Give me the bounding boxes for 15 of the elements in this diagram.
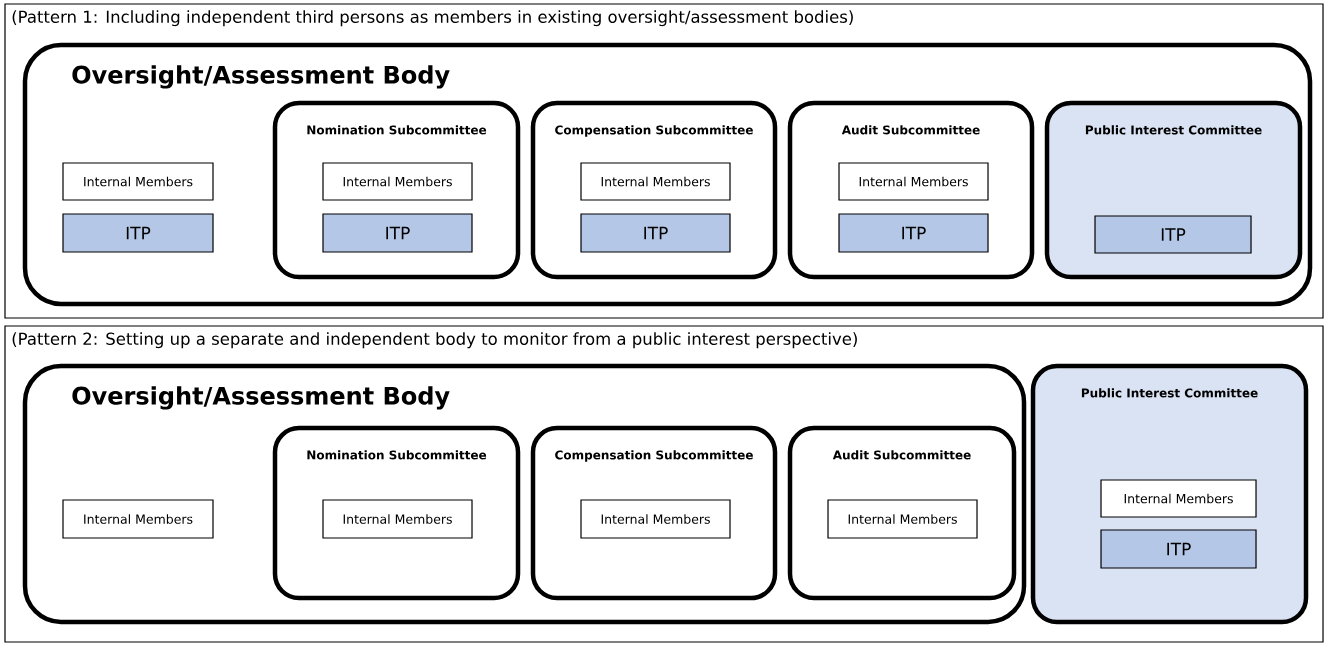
member-box: Internal Members (827, 499, 978, 539)
member-box: ITP (580, 213, 731, 253)
member-box: Internal Members (62, 162, 214, 201)
member-box: Internal Members (580, 499, 731, 539)
member-box: Internal Members (62, 499, 214, 539)
member-box: Internal Members (322, 499, 473, 539)
member-box: Internal Members (838, 162, 989, 201)
member-box: ITP (838, 213, 989, 253)
member-box: Internal Members (580, 162, 731, 201)
member-box: ITP (322, 213, 473, 253)
member-box: ITP (1094, 215, 1252, 254)
member-box: ITP (62, 213, 214, 253)
member-box: Internal Members (322, 162, 473, 201)
member-box: Internal Members (1100, 479, 1257, 518)
member-box: ITP (1100, 529, 1257, 569)
